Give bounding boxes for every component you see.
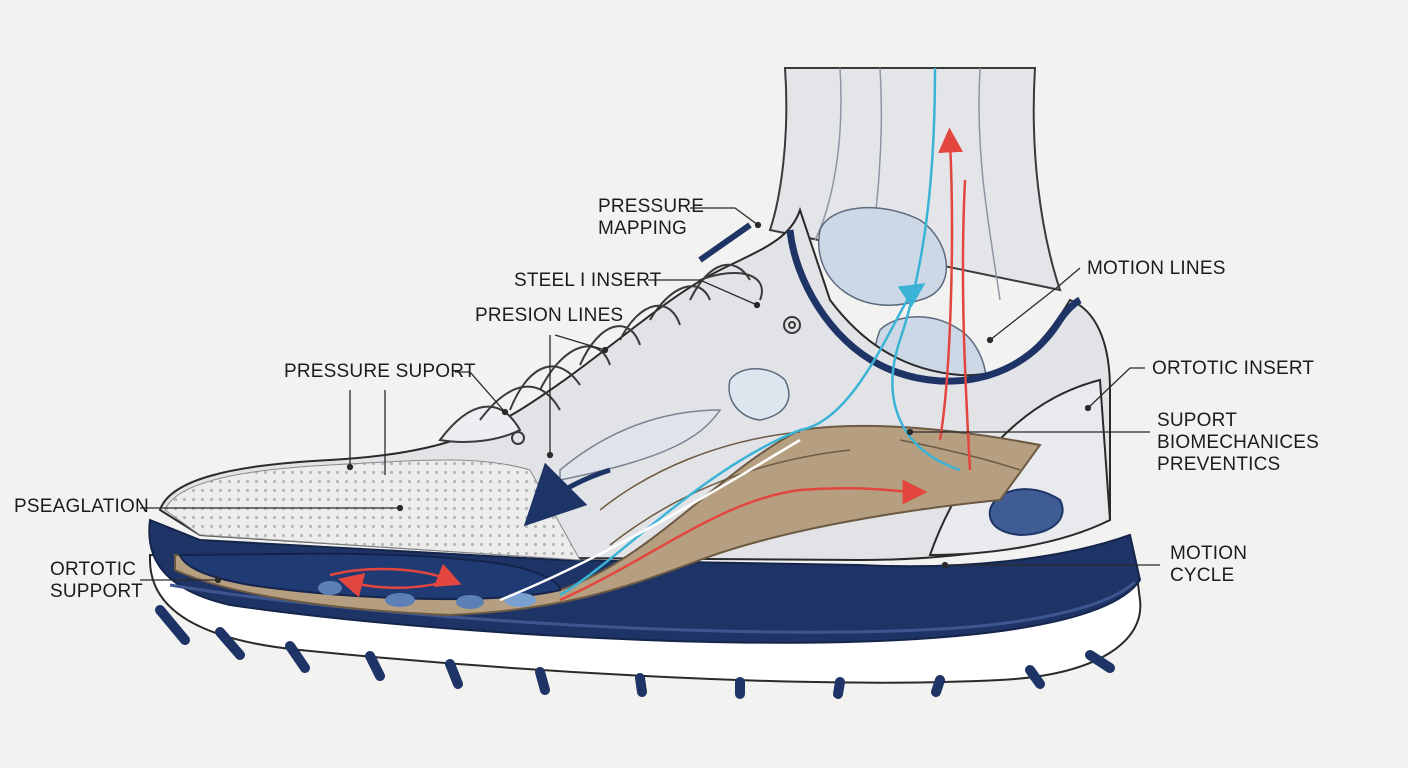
label-suport-biomechanics: SUPORT BIOMECHANICES PREVENTICS <box>1157 410 1320 475</box>
laces <box>438 263 801 445</box>
label-ortotic-support: ORTOTIC SUPPORT <box>50 559 143 602</box>
label-motion-lines: MOTION LINES <box>1087 258 1226 279</box>
insole-bones <box>174 368 1042 617</box>
label-motion-cycle: MOTION CYCLE <box>1170 543 1248 586</box>
label-pressure-mapping: PRESSURE MAPPING <box>598 196 705 239</box>
label-presion-lines: PRESION LINES <box>475 305 624 326</box>
label-pseaglation: PSEAGLATION <box>14 496 149 517</box>
label-pressure-suport: PRESSURE SUPORT <box>284 361 476 382</box>
label-ortotic-insert: ORTOTIC INSERT <box>1152 358 1315 379</box>
leader-lines <box>140 207 1160 584</box>
label-steel-insert: STEEL I INSERT <box>514 270 662 291</box>
motion-arrows <box>329 67 972 602</box>
